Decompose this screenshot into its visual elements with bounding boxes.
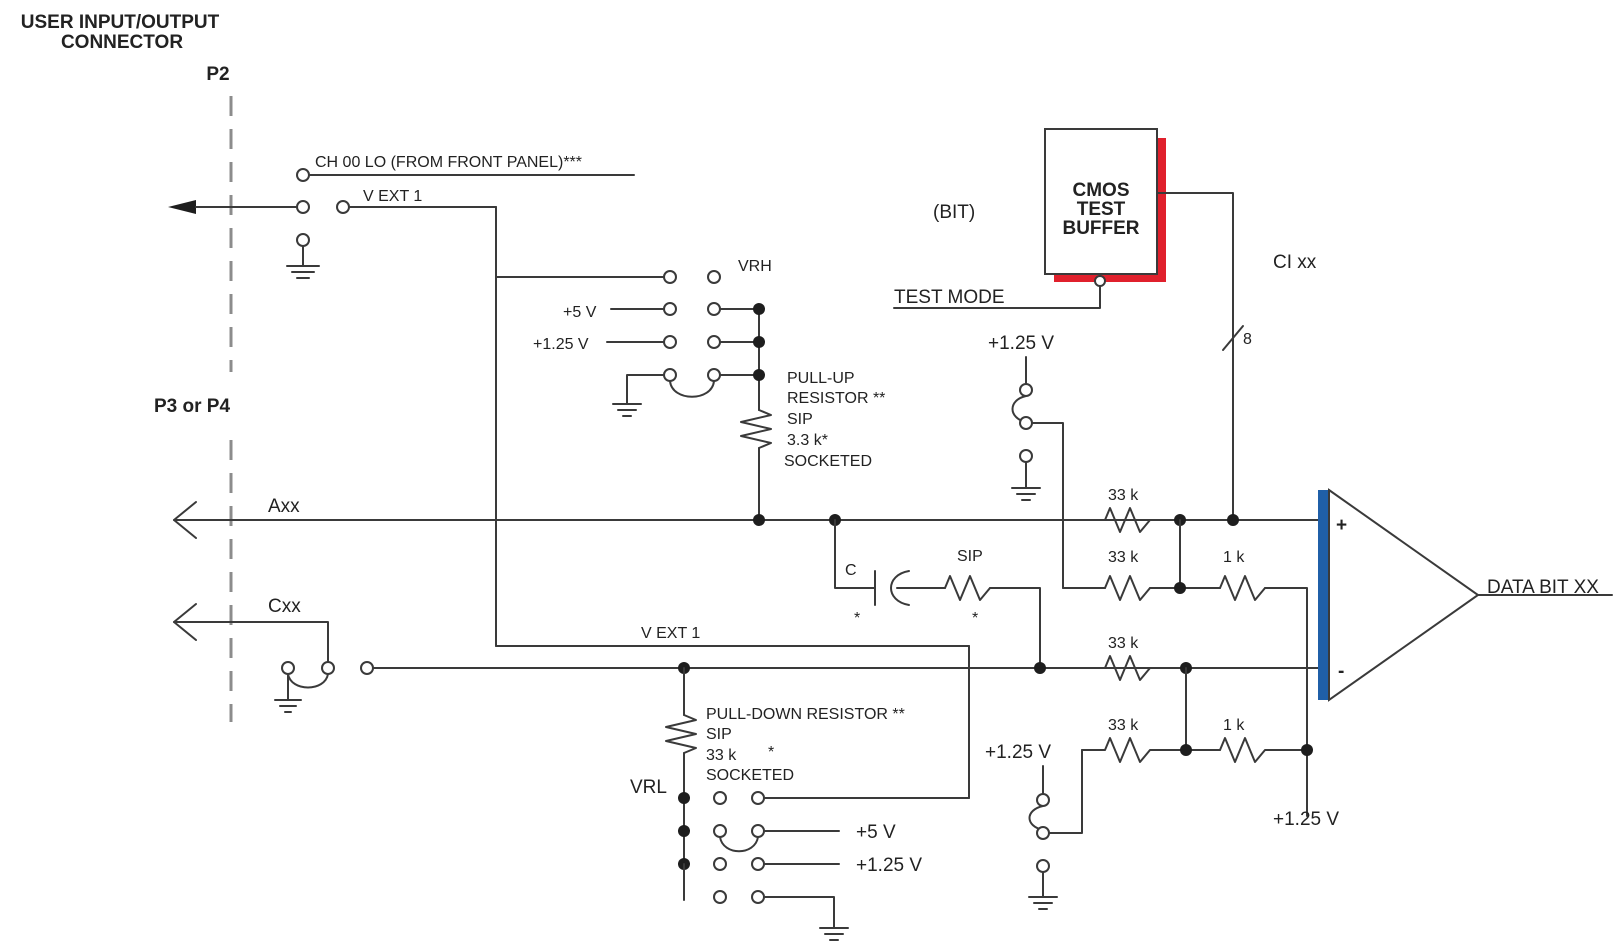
channel-select-switch: CH 00 LO (FROM FRONT PANEL)*** V EXT 1 [168,154,635,279]
vrh-plus5v-label: +5 V [563,304,597,321]
cmos-line2: TEST [1077,199,1126,220]
negative-network: 33 k 33 k 1 k +1.25 V [1081,635,1339,830]
r1k-top-label: 1 k [1223,549,1245,566]
sip-label: SIP [957,548,983,565]
pulldown-line3-star: * [768,744,774,761]
output-arrow-solid [168,200,196,214]
pullup-line5: SOCKETED [784,453,872,470]
r1k-bottom-label: 1 k [1223,717,1245,734]
bottom-ref-switch-label: +1.25 V [985,742,1051,763]
connector-title-line2: CONNECTOR [61,32,183,53]
connector-p3-p4-label: P3 or P4 [154,396,230,417]
data-bit-label: DATA BIT XX [1487,577,1599,598]
buffer-body [1044,128,1158,275]
amp-ref-label: +1.25 V [1273,809,1339,830]
pulldown-line3: 33 k [706,747,737,764]
pullup-line2: RESISTOR ** [787,390,885,407]
bottom-ref-switch: +1.25 V [985,742,1083,910]
bit-label: (BIT) [933,202,975,223]
vrl-plus125v-label: +1.25 V [856,855,922,876]
connector-p2-label: P2 [206,64,229,85]
vrl-label: VRL [630,777,667,798]
vrh-jumper-block: VRH +5 V +1.25 V PULL-UP RESISTOR ** SIP… [533,258,885,521]
sip-star: * [972,610,978,627]
cmos-test-buffer: CMOS TEST BUFFER TEST MODE (BIT) 8 CI xx [893,128,1317,526]
cxx-label: Cxx [268,596,301,617]
vext1-wire: V EXT 1 [495,206,970,799]
r33k-4-label: 33 k [1108,717,1139,734]
pullup-line3: SIP [787,411,813,428]
r33k-2-label: 33 k [1108,549,1139,566]
axx-label: Axx [268,496,300,517]
amp-triangle [1328,488,1480,702]
amp-input-bar [1318,490,1329,700]
top-ref-switch: +1.25 V [988,333,1064,589]
amp-plus: + [1336,515,1347,536]
cap-c-label: C [845,562,857,579]
ch00lo-label: CH 00 LO (FROM FRONT PANEL)*** [315,154,582,171]
pulldown-line2: SIP [706,726,732,743]
ci-xx-label: CI xx [1273,252,1317,273]
bus-width-label: 8 [1243,331,1252,348]
pullup-line1: PULL-UP [787,370,855,387]
vrl-jumper-block: PULL-DOWN RESISTOR ** SIP 33 k * SOCKETE… [630,667,922,941]
pulldown-line1: PULL-DOWN RESISTOR ** [706,706,905,723]
cap-star: * [854,610,860,627]
pullup-line4: 3.3 k* [787,432,828,449]
cmos-line3: BUFFER [1062,218,1139,239]
pulldown-line4: SOCKETED [706,767,794,784]
vrh-plus125v-label: +1.25 V [533,336,589,353]
axx-line: Axx [173,496,1328,539]
vext1-top-label: V EXT 1 [363,188,422,205]
positive-network: 33 k 33 k 1 k [1062,487,1308,817]
top-ref-switch-label: +1.25 V [988,333,1054,354]
r33k-1-label: 33 k [1108,487,1139,504]
r33k-3-label: 33 k [1108,635,1139,652]
vext1-mid-label: V EXT 1 [641,625,700,642]
amp-minus: - [1338,661,1344,682]
connector-title-line1: USER INPUT/OUTPUT [21,12,220,33]
capacitor-branch: C * SIP * [834,519,1041,667]
cxx-line: Cxx [173,596,1328,713]
vrh-label: VRH [738,258,772,275]
test-mode-label: TEST MODE [894,287,1005,308]
vrl-plus5v-label: +5 V [856,822,896,843]
comparator: + - DATA BIT XX [1318,488,1613,702]
cmos-line1: CMOS [1073,180,1130,201]
